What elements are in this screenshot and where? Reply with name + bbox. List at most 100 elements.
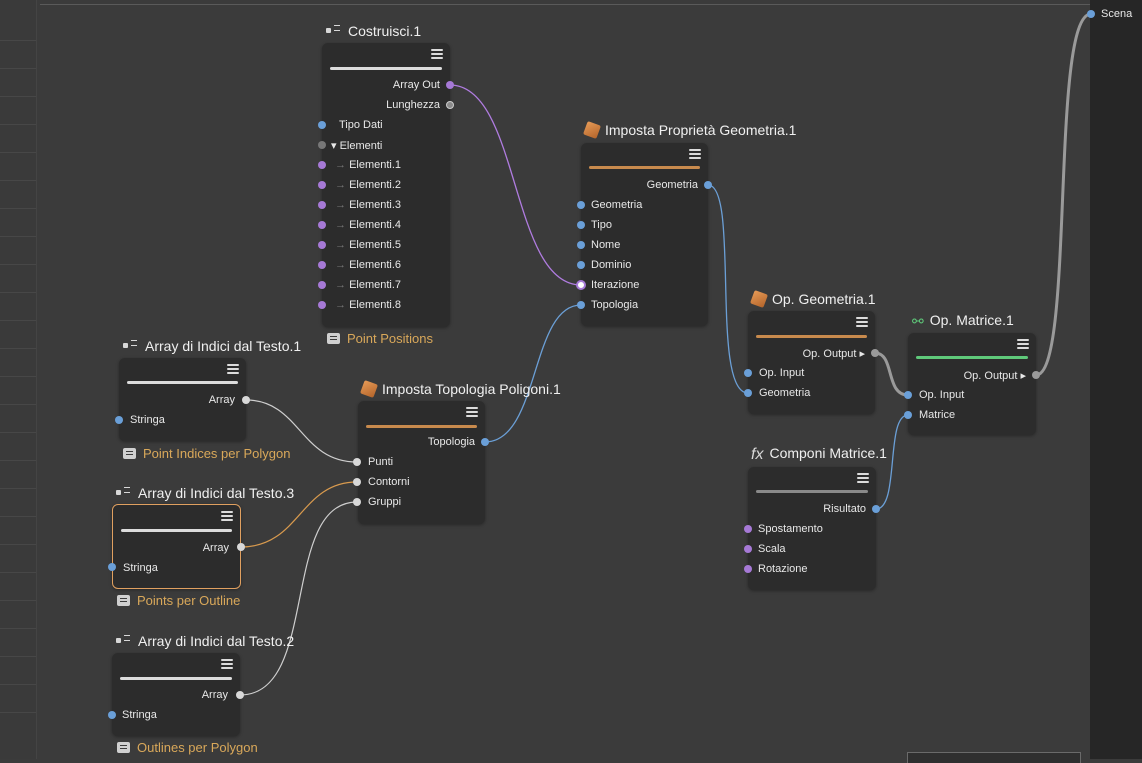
comment-point-positions[interactable]: Point Positions bbox=[327, 331, 433, 346]
menu-icon[interactable] bbox=[221, 511, 233, 522]
port-label: Rotazione bbox=[758, 563, 808, 575]
port-in-stringa[interactable] bbox=[115, 416, 123, 424]
menu-icon[interactable] bbox=[857, 473, 869, 484]
port-in-rotazione[interactable] bbox=[744, 565, 752, 573]
port-label: Matrice bbox=[919, 409, 956, 421]
node-title-proprieta[interactable]: Imposta Proprietà Geometria.1 bbox=[583, 121, 796, 139]
comment-text: Outlines per Polygon bbox=[137, 740, 258, 755]
menu-icon[interactable] bbox=[227, 364, 239, 375]
menu-icon[interactable] bbox=[856, 317, 868, 328]
port-in-gruppi[interactable] bbox=[353, 498, 361, 506]
port-in-elementi8[interactable] bbox=[318, 301, 326, 309]
port-label: Gruppi bbox=[368, 496, 402, 508]
port-in-elementi5[interactable] bbox=[318, 241, 326, 249]
port-in-nome[interactable] bbox=[577, 241, 585, 249]
node-title-array3[interactable]: Array di Indici dal Testo.3 bbox=[116, 485, 294, 501]
port-in-elementi2[interactable] bbox=[318, 181, 326, 189]
port-in-contorni[interactable] bbox=[353, 478, 361, 486]
port-in-matrice[interactable] bbox=[904, 411, 912, 419]
node-costruisci[interactable]: Array Out Lunghezza Tipo Dati ▾ Elementi… bbox=[322, 43, 450, 327]
port-in-geometria[interactable] bbox=[744, 389, 752, 397]
port-out-risultato[interactable] bbox=[872, 505, 880, 513]
port-label: Stringa bbox=[123, 562, 158, 574]
port-in-op-input[interactable] bbox=[744, 369, 752, 377]
port-out-geometria[interactable] bbox=[704, 181, 712, 189]
port-label: Punti bbox=[368, 456, 394, 468]
node-title-topologia[interactable]: Imposta Topologia Poligoni.1 bbox=[360, 380, 561, 398]
node-bar bbox=[127, 381, 238, 384]
port-in-iterazione[interactable] bbox=[576, 280, 586, 290]
fx-icon: fx bbox=[751, 446, 764, 463]
node-opgeo[interactable]: Op. Output ▸ Op. Input Geometria bbox=[748, 311, 875, 414]
port-label: Scala bbox=[758, 543, 786, 555]
port-in-punti[interactable] bbox=[353, 458, 361, 466]
port-in-geometria[interactable] bbox=[577, 201, 585, 209]
port-in-stringa[interactable] bbox=[108, 563, 116, 571]
port-in-op-input[interactable] bbox=[904, 391, 912, 399]
top-divider bbox=[40, 4, 1090, 5]
node-array3[interactable]: Array Stringa bbox=[112, 504, 241, 589]
port-out-arrayout[interactable] bbox=[446, 81, 454, 89]
comment-outlines-per-polygon[interactable]: Outlines per Polygon bbox=[117, 740, 258, 755]
comment-text: Point Indices per Polygon bbox=[143, 446, 291, 461]
port-in-elementi1[interactable] bbox=[318, 161, 326, 169]
port-label: Elementi.4 bbox=[349, 219, 402, 231]
port-out-array[interactable] bbox=[236, 691, 244, 699]
port-out-array[interactable] bbox=[242, 396, 250, 404]
port-label-expand: ▾ Elementi bbox=[331, 140, 383, 152]
port-out-topologia[interactable] bbox=[481, 438, 489, 446]
node-array2[interactable]: Array Stringa bbox=[112, 653, 240, 736]
node-opmat[interactable]: Op. Output ▸ Op. Input Matrice bbox=[908, 333, 1036, 435]
geometry-icon bbox=[360, 380, 378, 398]
port-in-elementi4[interactable] bbox=[318, 221, 326, 229]
comment-text: Points per Outline bbox=[137, 593, 241, 608]
port-label: Topologia bbox=[591, 299, 639, 311]
port-in-elementi7[interactable] bbox=[318, 281, 326, 289]
port-in-elementi6[interactable] bbox=[318, 261, 326, 269]
comment-points-per-outline[interactable]: Points per Outline bbox=[117, 593, 240, 608]
geometry-icon bbox=[750, 290, 768, 308]
node-array1[interactable]: Array Stringa bbox=[119, 358, 246, 441]
port-in-dominio[interactable] bbox=[577, 261, 585, 269]
port-in-topologia[interactable] bbox=[577, 301, 585, 309]
port-out-array[interactable] bbox=[237, 543, 245, 551]
port-in-elementi[interactable] bbox=[318, 141, 326, 149]
minimap-frame[interactable] bbox=[907, 752, 1081, 763]
node-topologia[interactable]: Topologia Punti Contorni Gruppi bbox=[358, 401, 485, 524]
node-title-costruisci[interactable]: Costruisci.1 bbox=[326, 23, 421, 39]
port-label: → Elementi.2 bbox=[335, 179, 402, 191]
scene-port[interactable] bbox=[1087, 10, 1095, 18]
node-title-text: Array di Indici dal Testo.2 bbox=[138, 633, 295, 649]
port-in-spostamento[interactable] bbox=[744, 525, 752, 533]
menu-icon[interactable] bbox=[689, 149, 701, 160]
menu-icon[interactable] bbox=[466, 407, 478, 418]
port-label: Dominio bbox=[591, 259, 632, 271]
node-title-opgeo[interactable]: Op. Geometria.1 bbox=[750, 290, 876, 308]
left-gutter bbox=[0, 0, 37, 759]
node-title-text: Costruisci.1 bbox=[348, 23, 422, 39]
port-label: → Elementi.1 bbox=[335, 159, 402, 171]
menu-icon[interactable] bbox=[431, 49, 443, 60]
node-proprieta[interactable]: Geometria Geometria Tipo Nome Dominio It… bbox=[581, 143, 708, 326]
port-out-lunghezza[interactable] bbox=[446, 101, 454, 109]
port-out-op-output[interactable] bbox=[1032, 371, 1040, 379]
port-in-stringa[interactable] bbox=[108, 711, 116, 719]
port-in-tipodati[interactable] bbox=[318, 121, 326, 129]
comment-point-indices[interactable]: Point Indices per Polygon bbox=[123, 446, 290, 461]
port-in-elementi3[interactable] bbox=[318, 201, 326, 209]
port-in-scala[interactable] bbox=[744, 545, 752, 553]
port-out-op-output[interactable] bbox=[871, 349, 879, 357]
comment-text: Point Positions bbox=[347, 331, 433, 346]
menu-icon[interactable] bbox=[1017, 339, 1029, 350]
port-label: Op. Output ▸ bbox=[802, 348, 865, 360]
port-in-tipo[interactable] bbox=[577, 221, 585, 229]
node-title-array1[interactable]: Array di Indici dal Testo.1 bbox=[123, 338, 301, 354]
node-title-componi[interactable]: fx Componi Matrice.1 bbox=[751, 445, 887, 463]
node-title-array2[interactable]: Array di Indici dal Testo.2 bbox=[116, 633, 294, 649]
menu-icon[interactable] bbox=[221, 659, 233, 670]
node-title-text: Componi Matrice.1 bbox=[769, 445, 887, 461]
comment-icon bbox=[117, 595, 130, 606]
node-title-opmat[interactable]: ⚯ Op. Matrice.1 bbox=[912, 312, 1014, 329]
node-componi[interactable]: Risultato Spostamento Scala Rotazione bbox=[748, 467, 876, 590]
